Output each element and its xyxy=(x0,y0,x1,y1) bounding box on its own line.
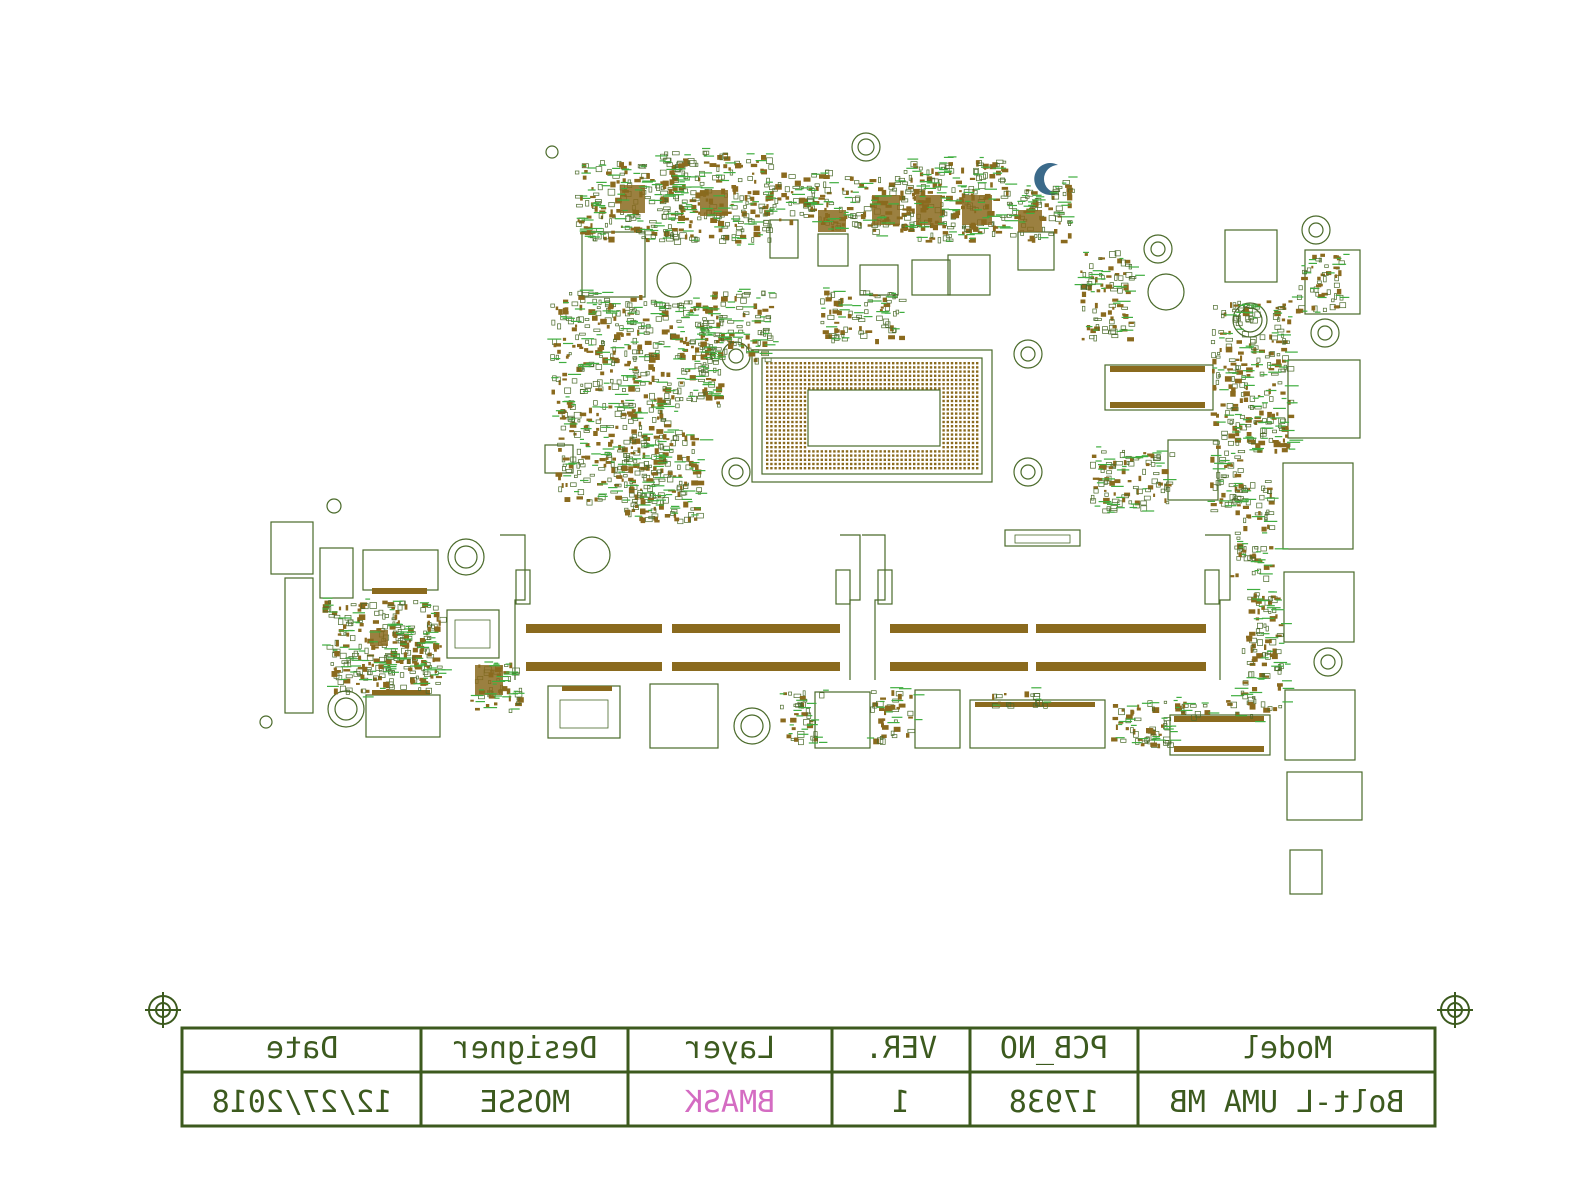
sodimm-contacts xyxy=(372,366,1264,752)
title-block: Model PCB_NO VER. Layer Designer Date Bo… xyxy=(180,1026,1437,1128)
value-designer: MOSSE xyxy=(480,1085,570,1120)
cpu-bga-pads xyxy=(766,362,979,470)
component-clusters xyxy=(322,150,1347,749)
orientation-marker xyxy=(1034,163,1058,195)
header-date: Date xyxy=(266,1031,338,1066)
value-pcb-no: 17938 xyxy=(1009,1085,1099,1120)
board-outline xyxy=(270,219,1363,895)
header-designer: Designer xyxy=(453,1031,598,1066)
header-layer: Layer xyxy=(685,1031,775,1066)
header-ver: VER. xyxy=(865,1031,937,1066)
registration-mark-right xyxy=(1437,992,1473,1028)
value-date: 12/27/2018 xyxy=(212,1085,393,1120)
value-ver: 1 xyxy=(892,1085,910,1120)
value-layer: BMASK xyxy=(685,1085,775,1120)
silkscreen-labels xyxy=(322,147,1350,744)
value-model: Bolt-L UMA MB xyxy=(1170,1085,1405,1120)
header-pcb-no: PCB_NO xyxy=(1000,1031,1108,1066)
registration-mark-left xyxy=(145,992,181,1028)
header-model: Model xyxy=(1242,1031,1332,1066)
